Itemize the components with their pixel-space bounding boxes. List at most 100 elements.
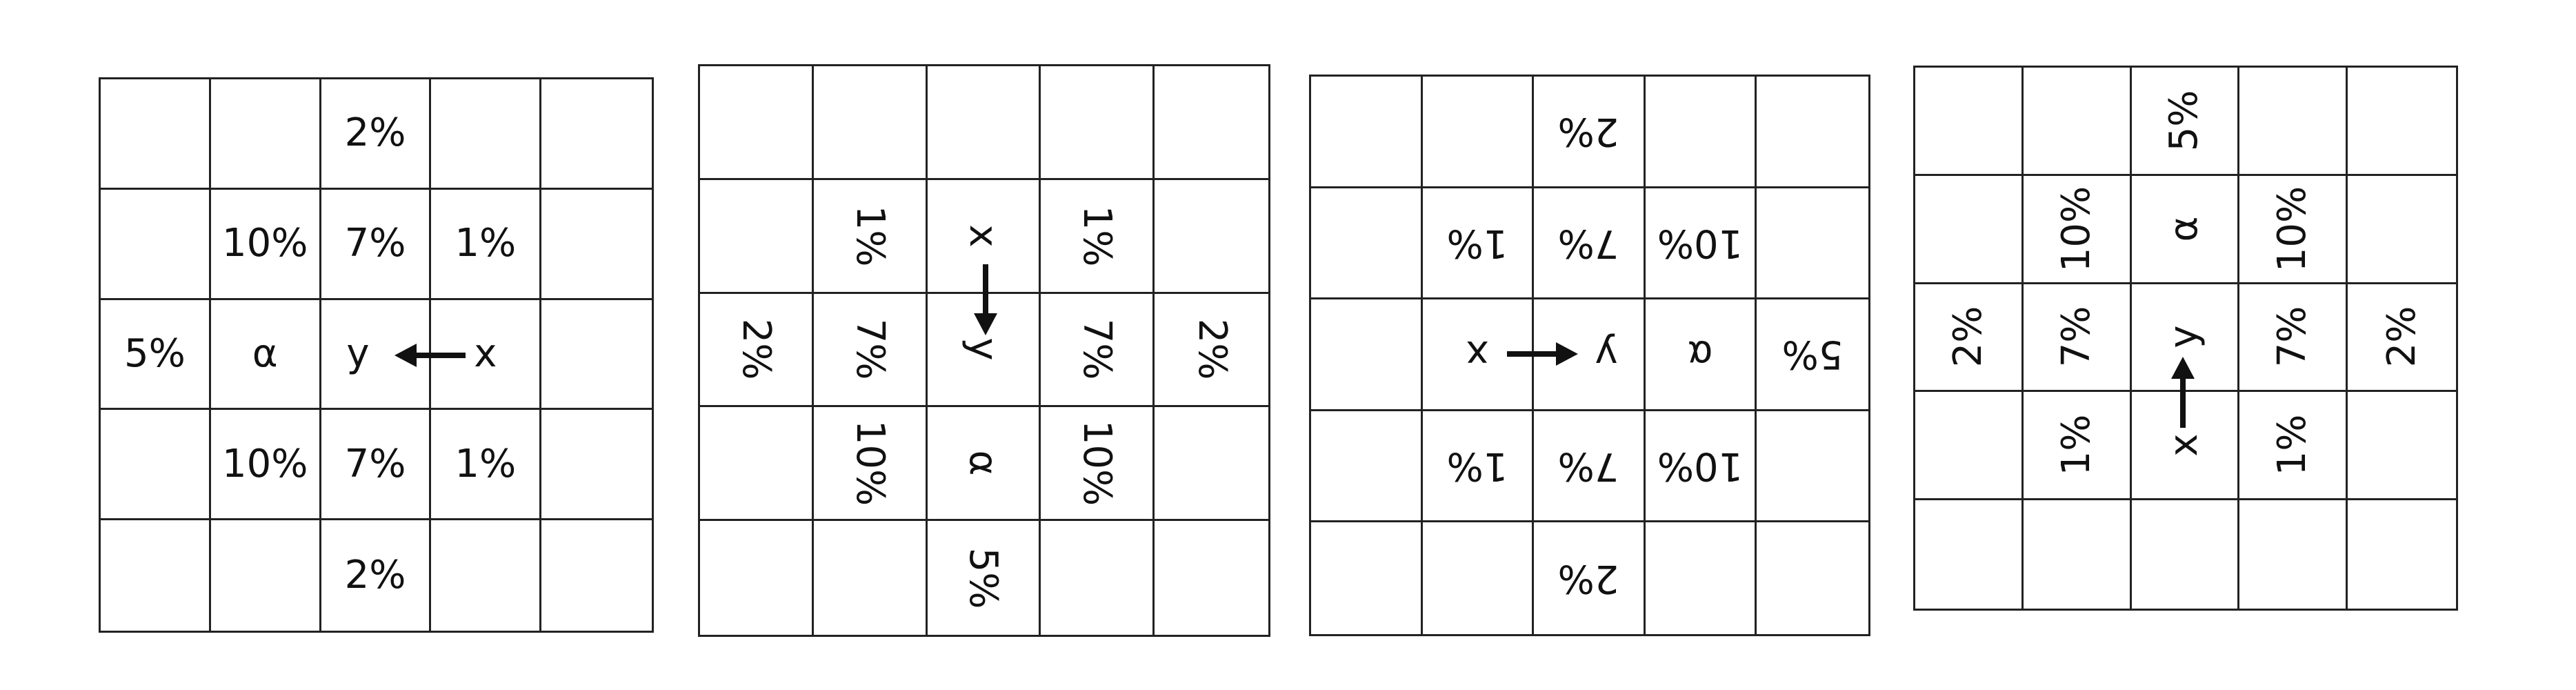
- cell-label: α: [1687, 332, 1713, 377]
- cell-label: 2%: [1945, 306, 1990, 368]
- cell-r1-c1: [1915, 68, 2024, 176]
- cell-label: x: [474, 331, 497, 376]
- cell-label: 10%: [2270, 186, 2315, 272]
- cell-label: 5%: [2161, 90, 2207, 152]
- cell-r2-c1: [101, 189, 211, 300]
- cell-r1-c4: [431, 79, 542, 190]
- cell-r3-c2: 7%: [813, 293, 928, 408]
- cell-r5-c1: [101, 520, 211, 631]
- cell-r1-c5: [1757, 77, 1868, 188]
- cell-label: 10%: [221, 221, 308, 266]
- wind-grid-panel-2: 1% x 1% 2% 7% y 7% 2% 10% α 10% 5%: [698, 64, 1270, 637]
- cell-label: x: [1466, 332, 1489, 377]
- cell-r1-c5: [2348, 68, 2456, 176]
- cell-r3-c1: [1311, 299, 1423, 411]
- cell-r5-c2: [814, 521, 928, 635]
- cell-r5-c4: [1646, 522, 1757, 634]
- cell-r4-c5: [541, 410, 652, 521]
- cell-label: 10%: [1657, 220, 1744, 266]
- cell-r4-c2: 10%: [210, 410, 321, 521]
- cell-r4-c4: 10%: [1645, 411, 1757, 523]
- cell-r4-c1: [1311, 411, 1423, 523]
- cell-label: 10%: [1075, 420, 1120, 506]
- cell-label: 7%: [2270, 306, 2315, 368]
- cell-r4-c2: 10%: [813, 407, 928, 522]
- wind-grid-panel-3: 2% 1% 7% 10% x y α 5% 1% 7% 10% 2%: [1309, 75, 1870, 636]
- cell-r5-c2: [211, 520, 321, 631]
- cell-label: 1%: [455, 221, 517, 266]
- cell-r5-c5: [1757, 522, 1868, 634]
- cell-r3-c2: 7%: [2023, 284, 2132, 393]
- wind-grid-panel-4: 5% 10% α 10% 2% 7% y 7% 2% 1% x 1%: [1913, 66, 2458, 611]
- cell-r4-c1: [101, 410, 211, 521]
- cell-label: 10%: [2053, 186, 2099, 272]
- cell-r3-c2: α: [210, 299, 321, 411]
- cell-r4-c2: 1%: [2023, 392, 2132, 501]
- cell-label: 10%: [1657, 444, 1744, 489]
- cell-r5-c3: 2%: [321, 520, 432, 631]
- cell-r5-c2: [2024, 500, 2132, 609]
- cell-r2-c5: [541, 190, 652, 300]
- cell-r3-c5: [541, 300, 652, 411]
- cell-r5-c3: 2%: [1534, 522, 1646, 634]
- cell-r2-c2: 1%: [1422, 188, 1535, 300]
- cell-r5-c3: [2132, 500, 2240, 609]
- cell-r2-c5: [2348, 176, 2456, 284]
- cell-r2-c4: 10%: [2239, 175, 2348, 284]
- cell-r4-c5: [2348, 392, 2456, 501]
- cell-r2-c3: 7%: [1534, 188, 1646, 300]
- cell-r1-c4: [1645, 77, 1757, 188]
- cell-r5-c1: [1915, 500, 2024, 609]
- cell-r4-c5: [1155, 407, 1268, 522]
- cell-r4-c2: 1%: [1422, 411, 1535, 523]
- cell-label: α: [961, 450, 1006, 476]
- cell-r3-c4: 7%: [1041, 293, 1155, 408]
- cell-r1-c5: [1155, 66, 1268, 180]
- cell-r2-c1: [1915, 175, 2024, 284]
- cell-r5-c2: [1423, 522, 1535, 634]
- cell-r3-c3: y: [321, 299, 432, 411]
- cell-r5-c4: [1041, 521, 1155, 635]
- cell-label: 2%: [2379, 306, 2424, 368]
- cell-r4-c5: [1757, 411, 1868, 523]
- cell-r1-c3: 2%: [321, 79, 432, 190]
- cell-label: 2%: [733, 319, 779, 380]
- cell-r3-c5: 2%: [1155, 294, 1268, 408]
- cell-r5-c1: [700, 521, 814, 635]
- cell-r4-c3: 7%: [321, 410, 432, 521]
- cell-label: 2%: [1189, 319, 1235, 380]
- cell-r3-c4: 7%: [2239, 284, 2348, 393]
- cell-label: 2%: [1558, 556, 1619, 602]
- cell-r1-c1: [101, 79, 211, 190]
- cell-r4-c3: α: [927, 407, 1041, 522]
- cell-r4-c4: 1%: [431, 410, 542, 521]
- cell-r1-c3: [927, 66, 1041, 180]
- cell-r4-c3: x: [2131, 392, 2240, 501]
- cell-r4-c3: 7%: [1534, 411, 1646, 523]
- cell-label: x: [961, 224, 1006, 248]
- cell-r3-c3: y: [927, 293, 1041, 408]
- cell-r3-c4: x: [431, 299, 542, 411]
- cell-r2-c5: [1757, 188, 1868, 300]
- cell-label: 7%: [344, 441, 406, 486]
- cell-label: 2%: [344, 110, 406, 156]
- cell-r1-c4: [2239, 68, 2348, 176]
- cell-r1-c1: [1311, 77, 1423, 188]
- cell-r2-c4: 1%: [431, 189, 542, 300]
- cell-r2-c3: α: [2131, 175, 2240, 284]
- cell-r5-c5: [541, 520, 652, 631]
- cell-label: 1%: [1446, 444, 1508, 489]
- cell-r5-c5: [2348, 500, 2456, 609]
- cell-label: α: [252, 331, 278, 376]
- cell-r3-c3: y: [2131, 284, 2240, 393]
- cell-r2-c4: 1%: [1041, 179, 1155, 294]
- cell-label: α: [2161, 216, 2207, 242]
- cell-r4-c1: [700, 407, 814, 522]
- cell-label: y: [1595, 332, 1618, 377]
- cell-r5-c4: [2239, 500, 2348, 609]
- cell-r2-c2: 1%: [813, 179, 928, 294]
- cell-label: 10%: [221, 441, 308, 486]
- cell-label: 5%: [123, 331, 186, 376]
- cell-r1-c2: [813, 66, 928, 180]
- cell-r2-c2: 10%: [210, 189, 321, 300]
